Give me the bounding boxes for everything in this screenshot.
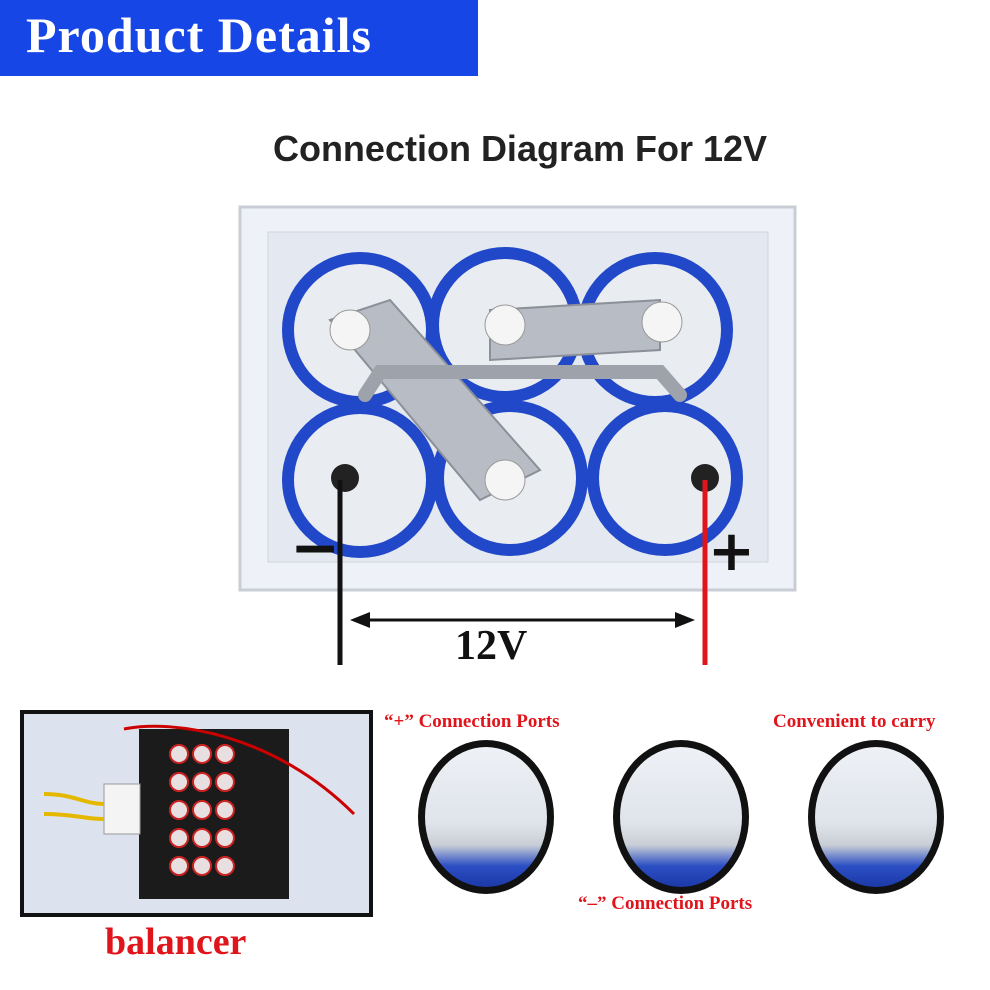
balancer-photo bbox=[20, 710, 373, 917]
positive-port-closeup bbox=[418, 740, 554, 894]
negative-port-closeup bbox=[613, 740, 749, 894]
header-title: Product Details bbox=[26, 7, 372, 63]
balancer-label: balancer bbox=[105, 921, 247, 963]
capacitors bbox=[282, 247, 743, 558]
voltage-label: 12V bbox=[455, 623, 528, 669]
positive-symbol: + bbox=[708, 519, 755, 584]
carry-handle bbox=[358, 365, 687, 402]
carry-label: Convenient to carry bbox=[773, 711, 936, 732]
negative-ports-label: “–” Connection Ports bbox=[578, 893, 753, 914]
busbars bbox=[328, 298, 661, 502]
voltage-arrow bbox=[350, 612, 695, 628]
capacitor-module-diagram: − + bbox=[238, 205, 797, 665]
positive-terminal bbox=[691, 464, 719, 492]
negative-symbol: − bbox=[290, 513, 340, 583]
balancer-board bbox=[43, 724, 356, 899]
terminals bbox=[329, 301, 683, 501]
positive-ports-label: “+” Connection Ports bbox=[384, 711, 560, 732]
diagram-title: Connection Diagram For 12V bbox=[272, 128, 768, 169]
carry-handle-closeup bbox=[808, 740, 944, 894]
negative-terminal bbox=[331, 464, 359, 492]
header-banner: Product Details bbox=[0, 0, 478, 76]
